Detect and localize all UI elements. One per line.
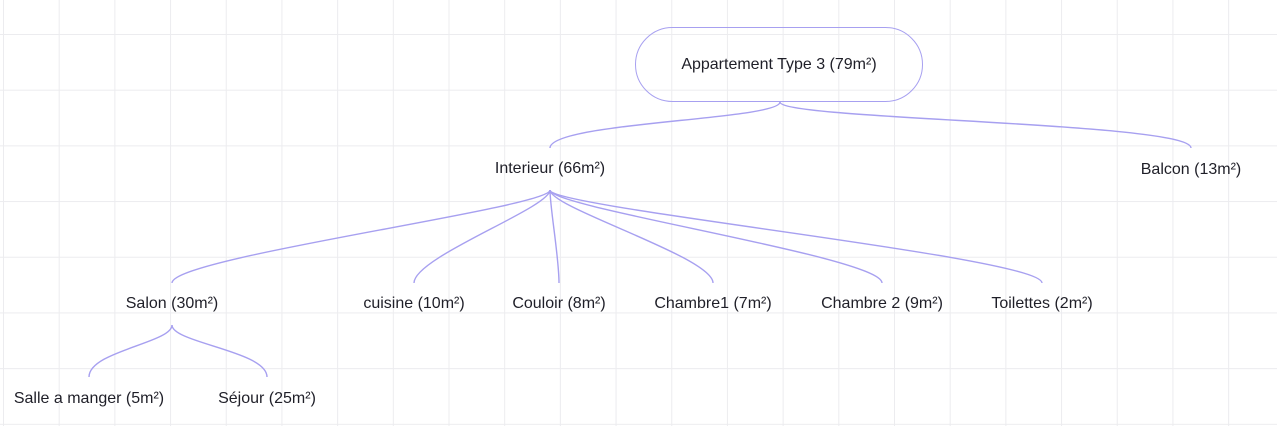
edge-salon-salle_a_manger (88, 324, 173, 378)
node-chambre2[interactable]: Chambre 2 (9m²) (821, 295, 943, 312)
edge-interieur-chambre2 (549, 189, 883, 284)
node-salon[interactable]: Salon (30m²) (125, 295, 219, 312)
edge-interieur-couloir (549, 189, 560, 284)
node-cuisine[interactable]: cuisine (10m²) (363, 295, 465, 312)
node-sejour[interactable]: Séjour (25m²) (218, 390, 316, 407)
edge-interieur-salon (171, 189, 551, 284)
root-node[interactable]: Appartement Type 3 (79m²) (635, 27, 923, 102)
edge-interieur-toilettes (549, 189, 1043, 284)
edge-root-balcon (779, 101, 1192, 149)
node-chambre1[interactable]: Chambre1 (7m²) (654, 295, 772, 312)
edge-interieur-chambre1 (549, 189, 714, 284)
edge-interieur-cuisine (413, 189, 551, 284)
edge-root-interieur (549, 101, 781, 149)
node-balcon[interactable]: Balcon (13m²) (1140, 161, 1242, 178)
root-node-label: Appartement Type 3 (79m²) (681, 55, 877, 73)
node-salle-a-manger[interactable]: Salle a manger (5m²) (13, 390, 165, 407)
node-toilettes[interactable]: Toilettes (2m²) (991, 295, 1093, 312)
edge-salon-sejour (171, 324, 268, 378)
node-couloir[interactable]: Couloir (8m²) (512, 295, 606, 312)
node-interieur[interactable]: Interieur (66m²) (494, 160, 606, 177)
